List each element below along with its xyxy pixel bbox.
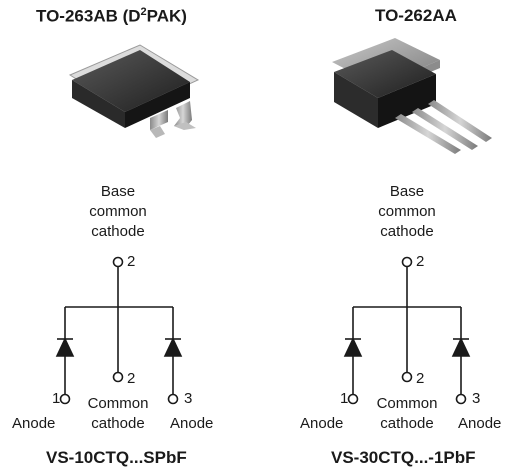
- left-schematic: [55, 256, 183, 405]
- package-title-left: TO-263AB (D2PAK): [36, 6, 187, 26]
- pin-3-label-left: Anode: [170, 415, 214, 432]
- pin-3-number-left: 3: [184, 390, 193, 407]
- base-label-right-line1: Base: [389, 183, 425, 200]
- part-number-right: VS-30CTQ...-1PbF: [331, 448, 476, 467]
- pin-1-terminal-left: [59, 393, 71, 405]
- pin-3-terminal-left: [167, 393, 179, 405]
- pin-2-terminal-right: [401, 371, 413, 383]
- base-label-left-line2: common: [89, 203, 147, 220]
- pin-3-terminal-right: [455, 393, 467, 405]
- d2pak-package-image: [68, 44, 200, 138]
- base-pin-number-right: 2: [416, 253, 425, 270]
- diode-right-a: [343, 337, 363, 357]
- pin-2-number-left: 2: [127, 370, 136, 387]
- diode-right-b: [451, 337, 471, 357]
- to262-package-image: [332, 38, 492, 154]
- base-label-right-line3: cathode: [380, 223, 434, 240]
- pin-1-label-right: Anode: [300, 415, 344, 432]
- right-schematic: [343, 256, 471, 405]
- diode-left-b: [163, 337, 183, 357]
- base-label-right-line2: common: [378, 203, 436, 220]
- pin-2-terminal-left: [112, 371, 124, 383]
- pin-3-number-right: 3: [472, 390, 481, 407]
- pin-2-label-left-line1: Common: [87, 395, 149, 412]
- pin-1-number-right: 1: [340, 390, 349, 407]
- base-pin-terminal-right: [401, 256, 413, 268]
- pin-1-number-left: 1: [52, 390, 61, 407]
- diode-left-a: [55, 337, 75, 357]
- pin-2-label-left-line2: cathode: [91, 415, 145, 432]
- package-title-right: TO-262AA: [375, 6, 457, 25]
- part-number-left: VS-10CTQ...SPbF: [46, 448, 187, 467]
- base-pin-number-left: 2: [127, 253, 136, 270]
- pin-2-number-right: 2: [416, 370, 425, 387]
- pin-1-label-left: Anode: [12, 415, 56, 432]
- base-pin-terminal-left: [112, 256, 124, 268]
- pin-3-label-right: Anode: [458, 415, 502, 432]
- pin-2-label-right-line2: cathode: [380, 415, 434, 432]
- base-label-left-line1: Base: [100, 183, 136, 200]
- base-label-left-line3: cathode: [91, 223, 145, 240]
- pin-2-label-right-line1: Common: [376, 395, 438, 412]
- pin-1-terminal-right: [347, 393, 359, 405]
